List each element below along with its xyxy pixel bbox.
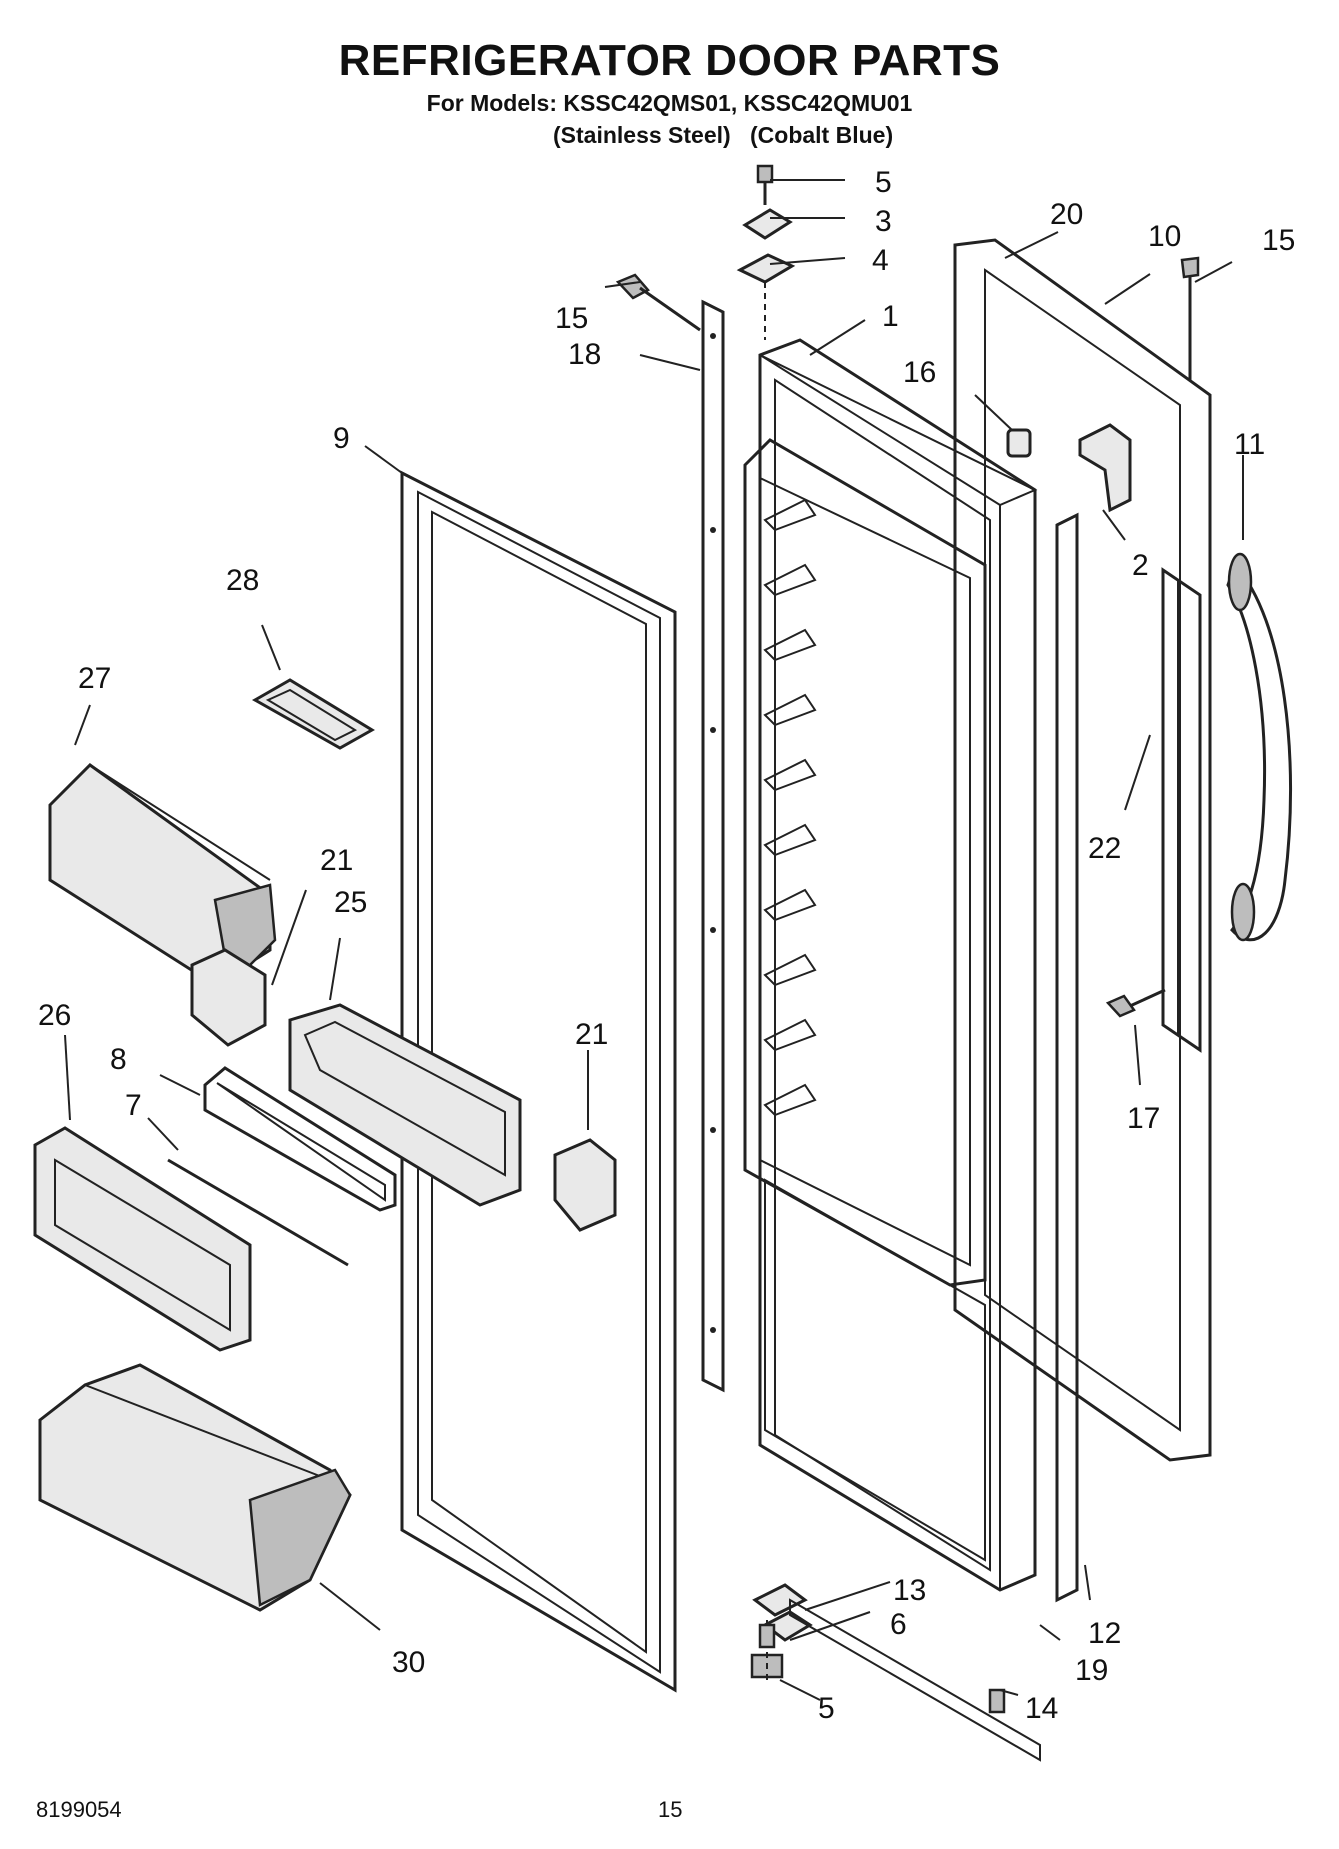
callout-6: 6 [890, 1608, 907, 1641]
callout-11: 11 [1234, 428, 1265, 461]
lower-door-bin [38, 1363, 352, 1612]
right-trim-strip [1055, 512, 1079, 1603]
callout-19: 19 [1075, 1654, 1108, 1687]
callout-8: 8 [110, 1043, 127, 1076]
callout-labels: 5 3 4 20 10 15 15 1 18 16 9 11 2 28 27 2… [38, 166, 1295, 1725]
callout-27: 27 [78, 662, 111, 695]
left-trim-strip [701, 299, 725, 1393]
top-hinge-assembly [736, 164, 796, 340]
dairy-door-frame [203, 1066, 397, 1212]
bottom-hinge-assembly [750, 1583, 1041, 1762]
callout-17: 17 [1127, 1102, 1160, 1135]
document-number: 8199054 [36, 1797, 122, 1822]
dairy-door [33, 1126, 252, 1352]
callout-9: 9 [333, 422, 350, 455]
callout-3: 3 [875, 205, 892, 238]
dairy-door-seal [167, 1158, 349, 1267]
callout-13: 13 [893, 1574, 926, 1607]
callout-18: 18 [568, 338, 601, 371]
callout-4: 4 [872, 244, 889, 277]
callout-2: 2 [1132, 549, 1149, 582]
callout-5-bottom: 5 [818, 1692, 835, 1725]
page-number: 15 [658, 1797, 683, 1822]
handle-backer [1161, 567, 1202, 1053]
callout-26: 26 [38, 999, 71, 1032]
mid-bin-bracket [553, 1138, 617, 1232]
shelf-ridges [763, 498, 817, 1117]
callout-10: 10 [1148, 220, 1181, 253]
callout-leaders [64, 179, 1244, 1701]
callout-21-left: 21 [320, 844, 353, 877]
callout-5-top: 5 [875, 166, 892, 199]
callout-15-right: 15 [1262, 224, 1295, 257]
variant-cobalt: (Cobalt Blue) [750, 122, 894, 148]
top-plug [1006, 428, 1032, 458]
outer-door-panel [953, 238, 1212, 1462]
callout-12: 12 [1088, 1617, 1121, 1650]
callout-15-left: 15 [555, 302, 588, 335]
door-handle [1226, 552, 1293, 942]
inner-door-liner [743, 338, 1038, 1592]
variant-stainless: (Stainless Steel) [553, 122, 731, 148]
callout-7: 7 [125, 1089, 142, 1122]
small-bin [251, 678, 375, 750]
callout-30: 30 [392, 1646, 425, 1679]
callout-20: 20 [1050, 198, 1083, 231]
top-bracket [1078, 423, 1132, 513]
callout-25: 25 [334, 886, 367, 919]
dairy-compartment [288, 1003, 522, 1207]
callout-14: 14 [1025, 1692, 1058, 1725]
upper-door-bin [48, 763, 277, 988]
callout-1: 1 [882, 300, 899, 333]
page-title: REFRIGERATOR DOOR PARTS [338, 36, 1001, 85]
model-list: For Models: KSSC42QMS01, KSSC42QMU01 [426, 90, 913, 116]
callout-22: 22 [1088, 832, 1121, 865]
callout-28: 28 [226, 564, 259, 597]
left-bin-bracket [190, 948, 267, 1047]
callout-16: 16 [903, 356, 936, 389]
callout-21-mid: 21 [575, 1018, 608, 1051]
screws [615, 256, 1200, 1018]
